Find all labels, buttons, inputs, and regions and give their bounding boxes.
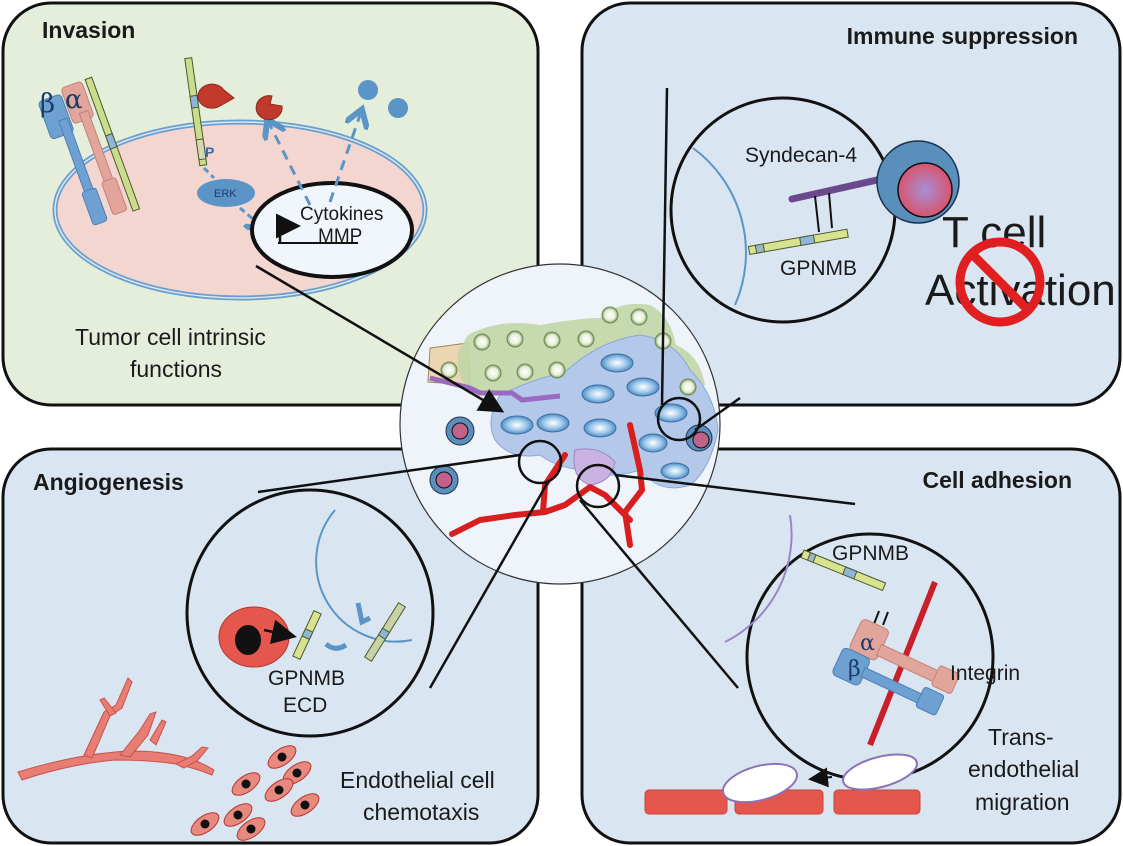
zoom-circle-immune <box>669 96 897 324</box>
zoom-source-angiogenesis <box>517 439 563 485</box>
gpnmb-ecd-label-line2: ECD <box>283 694 327 717</box>
tumor-cell-edge <box>724 514 793 643</box>
endothelial-cell <box>290 793 320 817</box>
endothelial-cell <box>231 772 261 796</box>
transcription-arrow <box>276 213 301 243</box>
endothelial-cell <box>264 778 294 802</box>
phospho-label: P <box>205 144 214 160</box>
receptor-icon <box>324 642 348 651</box>
zoom-connectors <box>255 87 856 689</box>
angiogenesis-caption-line2: chemotaxis <box>363 799 479 825</box>
endothelial-cell <box>236 817 266 841</box>
invasion-caption-line2: functions <box>130 356 222 382</box>
cytokine-secretion-arrow <box>328 115 360 203</box>
tumor-cell-edge <box>692 147 747 306</box>
migration-arrow <box>808 767 833 788</box>
panel-immune-suppression: Immune suppression Syndecan-4 GPNMB T ce… <box>580 1 1122 407</box>
panel-title-invasion: Invasion <box>42 17 135 43</box>
invasion-caption-line1: Tumor cell intrinsic <box>75 324 266 350</box>
integrin-alpha-symbol: α <box>65 85 83 115</box>
secretion-arrow <box>263 619 297 645</box>
erk-kinase <box>197 179 255 207</box>
t-cell-label: T cell <box>942 208 1046 257</box>
adhesion-caption-line3: migration <box>975 789 1070 815</box>
migrating-tumor-cell <box>842 753 918 791</box>
cell-nucleus <box>235 625 261 655</box>
panel-cell-adhesion: Cell adhesion α β GPNMB Integrin <box>580 447 1122 845</box>
mmp-enzyme-icon <box>197 83 235 109</box>
adhesion-caption-line2: endothelial <box>968 756 1079 782</box>
endothelial-cell-cluster <box>190 745 320 841</box>
immune-cells <box>429 416 713 495</box>
panel-angiogenesis: Angiogenesis GPNMB ECD <box>1 447 540 845</box>
mmp-secretion-arrow <box>270 125 312 206</box>
zoom-source-immune <box>656 396 702 442</box>
zoom-source-adhesion <box>575 463 621 509</box>
epithelial-nuclei <box>440 306 697 396</box>
gene-label-cytokines: Cytokines <box>300 204 383 225</box>
gpnmb-transmembrane-invasion: P <box>184 57 214 167</box>
endothelial-cell-block <box>644 789 728 815</box>
erk-label: ERK <box>214 188 237 200</box>
gpnmb-ligand-immune <box>747 228 849 256</box>
gpnmb-ecd <box>292 609 322 661</box>
migrating-tumor-cell <box>722 762 798 804</box>
cytokine-icon <box>358 80 378 100</box>
endothelial-cell-block <box>833 789 921 815</box>
mmp-enzyme-icon <box>255 95 283 121</box>
t-cell-nucleus <box>897 162 953 218</box>
gene-label-mmp: MMP <box>318 226 362 247</box>
purple-cell <box>573 448 616 486</box>
integrin-beta-symbol: β <box>848 657 861 682</box>
endothelial-cell <box>267 745 297 769</box>
prohibition-icon <box>955 237 1045 327</box>
gpnmb-ecd-label-line1: GPNMB <box>268 667 345 690</box>
gpnmb-ligand-adhesion <box>800 549 887 592</box>
integrin-beta-symbol: β <box>40 89 55 119</box>
cytokine-icon <box>388 98 408 118</box>
adhesion-caption-line1: Trans- <box>988 724 1054 750</box>
syndecan-4-label: Syndecan-4 <box>745 144 857 167</box>
panel-invasion: Invasion β α <box>1 1 540 407</box>
mesenchymal-nuclei <box>500 353 690 480</box>
angiogenesis-caption-line1: Endothelial cell <box>340 767 495 793</box>
integrin-label: Integrin <box>950 662 1020 685</box>
panel-title-cell-adhesion: Cell adhesion <box>922 467 1072 493</box>
gpnmb-full <box>363 602 407 662</box>
receptor-icon <box>355 602 372 626</box>
integrin-receptor-adhesion: α β <box>832 619 960 716</box>
gpnmb-label-immune: GPNMB <box>780 257 857 280</box>
tumor-microenvironment <box>399 263 721 585</box>
integrin-alpha-symbol: α <box>860 631 875 656</box>
panel-title-angiogenesis: Angiogenesis <box>33 469 184 495</box>
nucleus <box>250 181 414 279</box>
endothelial-cell <box>223 803 253 827</box>
blood-vessel-sprout <box>17 677 215 781</box>
integrin-receptor-invasion: β α <box>38 76 141 226</box>
invasion-pointer-arrow <box>255 264 505 413</box>
gpnmb-label-adhesion: GPNMB <box>832 542 909 565</box>
panel-title-immune-suppression: Immune suppression <box>847 23 1078 49</box>
endothelial-cell <box>190 812 220 836</box>
zoom-circle-angiogenesis <box>185 488 435 738</box>
